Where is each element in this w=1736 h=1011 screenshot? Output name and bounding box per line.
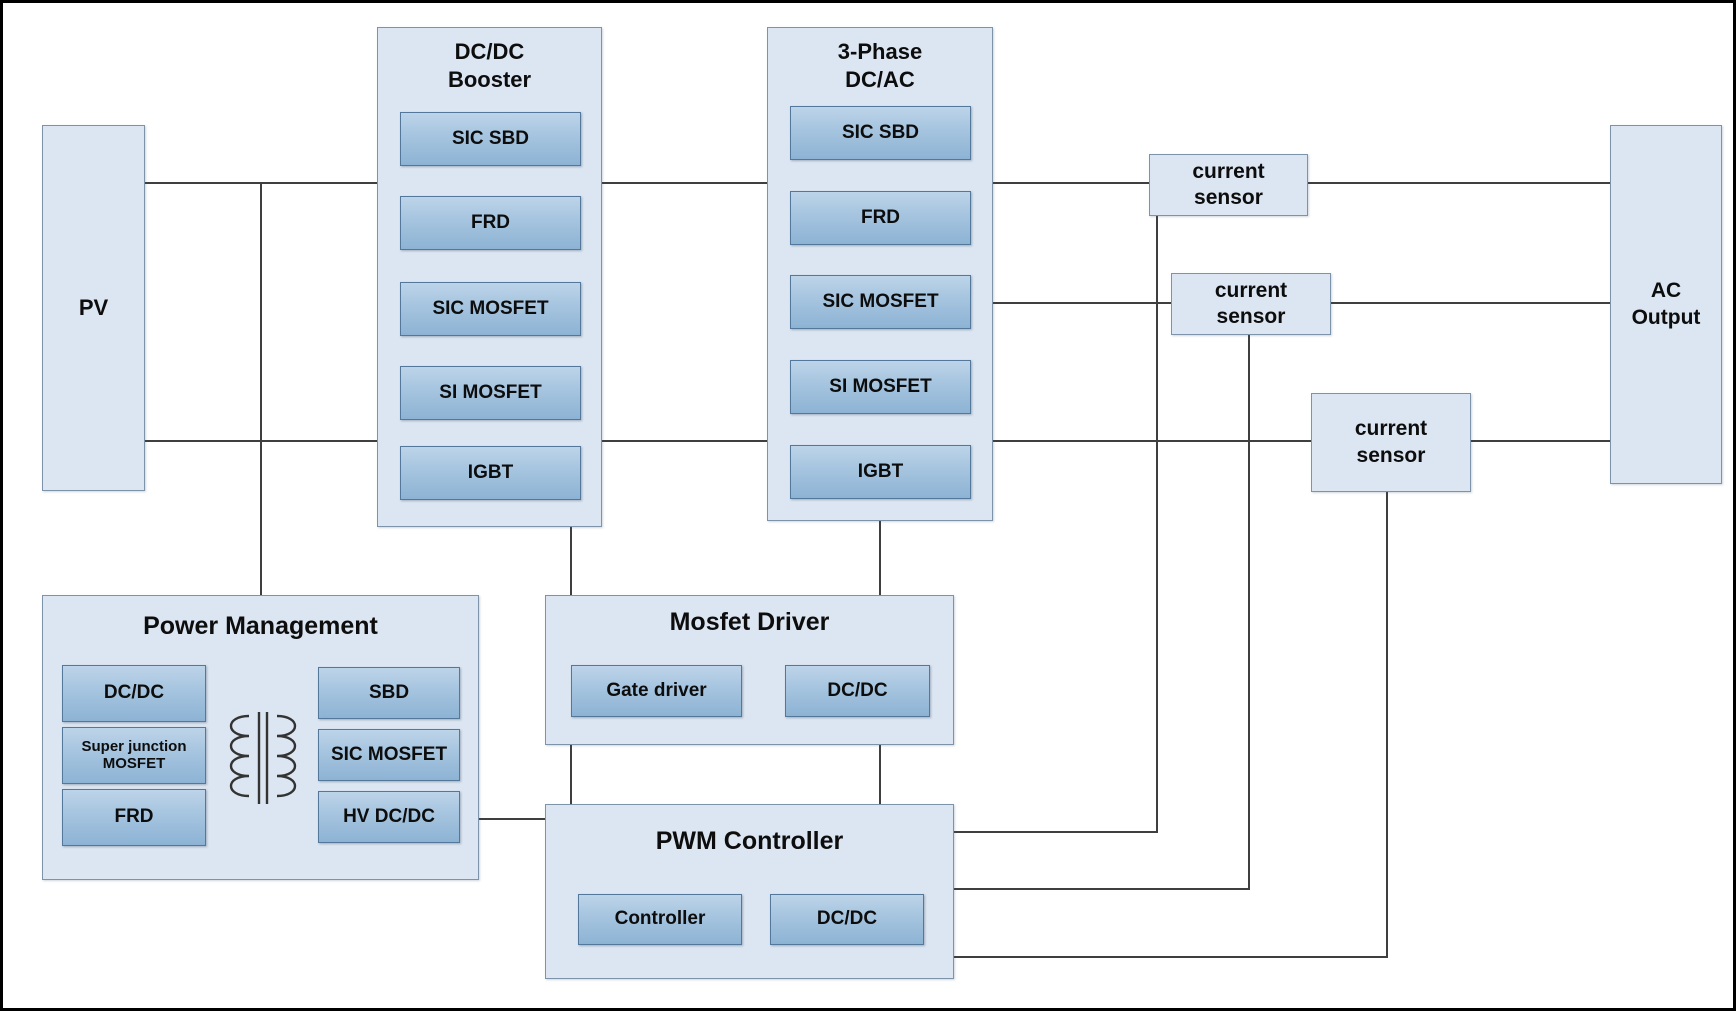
- pv-label: PV: [78, 295, 109, 321]
- md-chip-dcdc-label: DC/DC: [827, 679, 888, 701]
- connector-pwm-to-sensor2-v: [1248, 335, 1250, 890]
- mosfet-driver-block: Mosfet Driver Gate driver DC/DC: [545, 595, 954, 745]
- ac-output-block: AC Output: [1610, 125, 1722, 484]
- connector-pwm-to-sensor3-v: [1386, 492, 1388, 958]
- pm-chip-hv-dcdc-label: HV DC/DC: [343, 805, 435, 827]
- booster-chip-si-mosfet: SI MOSFET: [400, 366, 581, 420]
- connector-mosfet-driver-to-pwm-left: [570, 745, 572, 804]
- current-sensor-2-label: current sensor: [1214, 278, 1288, 328]
- pm-chip-dcdc-label: DC/DC: [103, 682, 165, 704]
- transformer-icon: [230, 712, 296, 804]
- dcdc-booster-title: DC/DC Booster: [447, 39, 532, 92]
- inverter-chip-igbt: IGBT: [790, 445, 971, 499]
- inverter-chip-sic-mosfet: SIC MOSFET: [790, 275, 971, 329]
- current-sensor-3: current sensor: [1311, 393, 1471, 492]
- booster-chip-sic-sbd: SIC SBD: [400, 112, 581, 166]
- current-sensor-2: current sensor: [1171, 273, 1331, 335]
- booster-chip-sic-sbd-label: SIC SBD: [451, 127, 530, 149]
- connector-pwm-to-sensor1-h: [954, 831, 1158, 833]
- mosfet-driver-title: Mosfet Driver: [669, 608, 830, 636]
- inverter-chip-sic-sbd: SIC SBD: [790, 106, 971, 160]
- booster-chip-si-mosfet-label: SI MOSFET: [439, 381, 542, 403]
- booster-chip-frd: FRD: [400, 196, 581, 250]
- pm-chip-sic-mosfet: SIC MOSFET: [318, 729, 460, 781]
- pm-chip-hv-dcdc: HV DC/DC: [318, 791, 460, 843]
- booster-chip-igbt: IGBT: [400, 446, 581, 500]
- booster-chip-igbt-label: IGBT: [467, 461, 514, 483]
- inverter-chip-si-mosfet-label: SI MOSFET: [829, 375, 932, 397]
- ac-output-label: AC Output: [1631, 279, 1701, 329]
- connector-power-management-to-pwm: [479, 818, 545, 820]
- booster-chip-frd-label: FRD: [470, 211, 511, 233]
- connector-pv-to-power-management: [260, 182, 262, 595]
- md-chip-gate-driver: Gate driver: [571, 665, 742, 717]
- current-sensor-3-label: current sensor: [1354, 417, 1428, 467]
- pm-chip-super-junction-mosfet: Super junction MOSFET: [62, 727, 206, 784]
- connector-inverter-to-mosfet-driver: [879, 521, 881, 595]
- connector-booster-to-mosfet-driver: [570, 527, 572, 595]
- three-phase-dcac-title: 3-Phase DC/AC: [837, 39, 923, 92]
- power-management-block: Power Management DC/DC Super junction MO…: [42, 595, 479, 880]
- booster-chip-sic-mosfet-label: SIC MOSFET: [432, 297, 549, 319]
- current-sensor-1: current sensor: [1149, 154, 1308, 216]
- inverter-chip-frd: FRD: [790, 191, 971, 245]
- inverter-chip-sic-mosfet-label: SIC MOSFET: [822, 290, 939, 312]
- pm-chip-dcdc: DC/DC: [62, 665, 206, 722]
- connector-pwm-to-sensor2-h: [954, 888, 1250, 890]
- pv-block: PV: [42, 125, 145, 491]
- pwm-controller-block: PWM Controller Controller DC/DC: [545, 804, 954, 979]
- booster-chip-sic-mosfet: SIC MOSFET: [400, 282, 581, 336]
- pwm-chip-dcdc: DC/DC: [770, 894, 924, 945]
- three-phase-dcac-block: 3-Phase DC/AC SIC SBD FRD SIC MOSFET SI …: [767, 27, 993, 521]
- inverter-chip-igbt-label: IGBT: [857, 460, 904, 482]
- power-management-title: Power Management: [143, 612, 378, 640]
- pm-chip-sic-mosfet-label: SIC MOSFET: [330, 743, 448, 765]
- pm-chip-frd-label: FRD: [114, 806, 154, 828]
- inverter-chip-si-mosfet: SI MOSFET: [790, 360, 971, 414]
- pm-chip-frd: FRD: [62, 789, 206, 846]
- pm-chip-sbd-label: SBD: [368, 681, 410, 703]
- pwm-chip-controller-label: Controller: [614, 908, 706, 930]
- pwm-controller-title: PWM Controller: [655, 827, 844, 855]
- pwm-chip-dcdc-label: DC/DC: [816, 908, 878, 930]
- md-chip-gate-driver-label: Gate driver: [606, 679, 707, 701]
- connector-pwm-to-sensor1-v: [1156, 216, 1158, 833]
- connector-mosfet-driver-to-pwm-right: [879, 745, 881, 804]
- pm-chip-super-junction-mosfet-label: Super junction MOSFET: [81, 738, 187, 772]
- inverter-chip-sic-sbd-label: SIC SBD: [841, 121, 920, 143]
- dcdc-booster-block: DC/DC Booster SIC SBD FRD SIC MOSFET SI …: [377, 27, 602, 527]
- pwm-chip-controller: Controller: [578, 894, 742, 945]
- md-chip-dcdc: DC/DC: [785, 665, 930, 717]
- pm-chip-sbd: SBD: [318, 667, 460, 719]
- connector-pwm-to-sensor3-h: [954, 956, 1388, 958]
- inverter-chip-frd-label: FRD: [860, 206, 901, 228]
- current-sensor-1-label: current sensor: [1192, 159, 1265, 209]
